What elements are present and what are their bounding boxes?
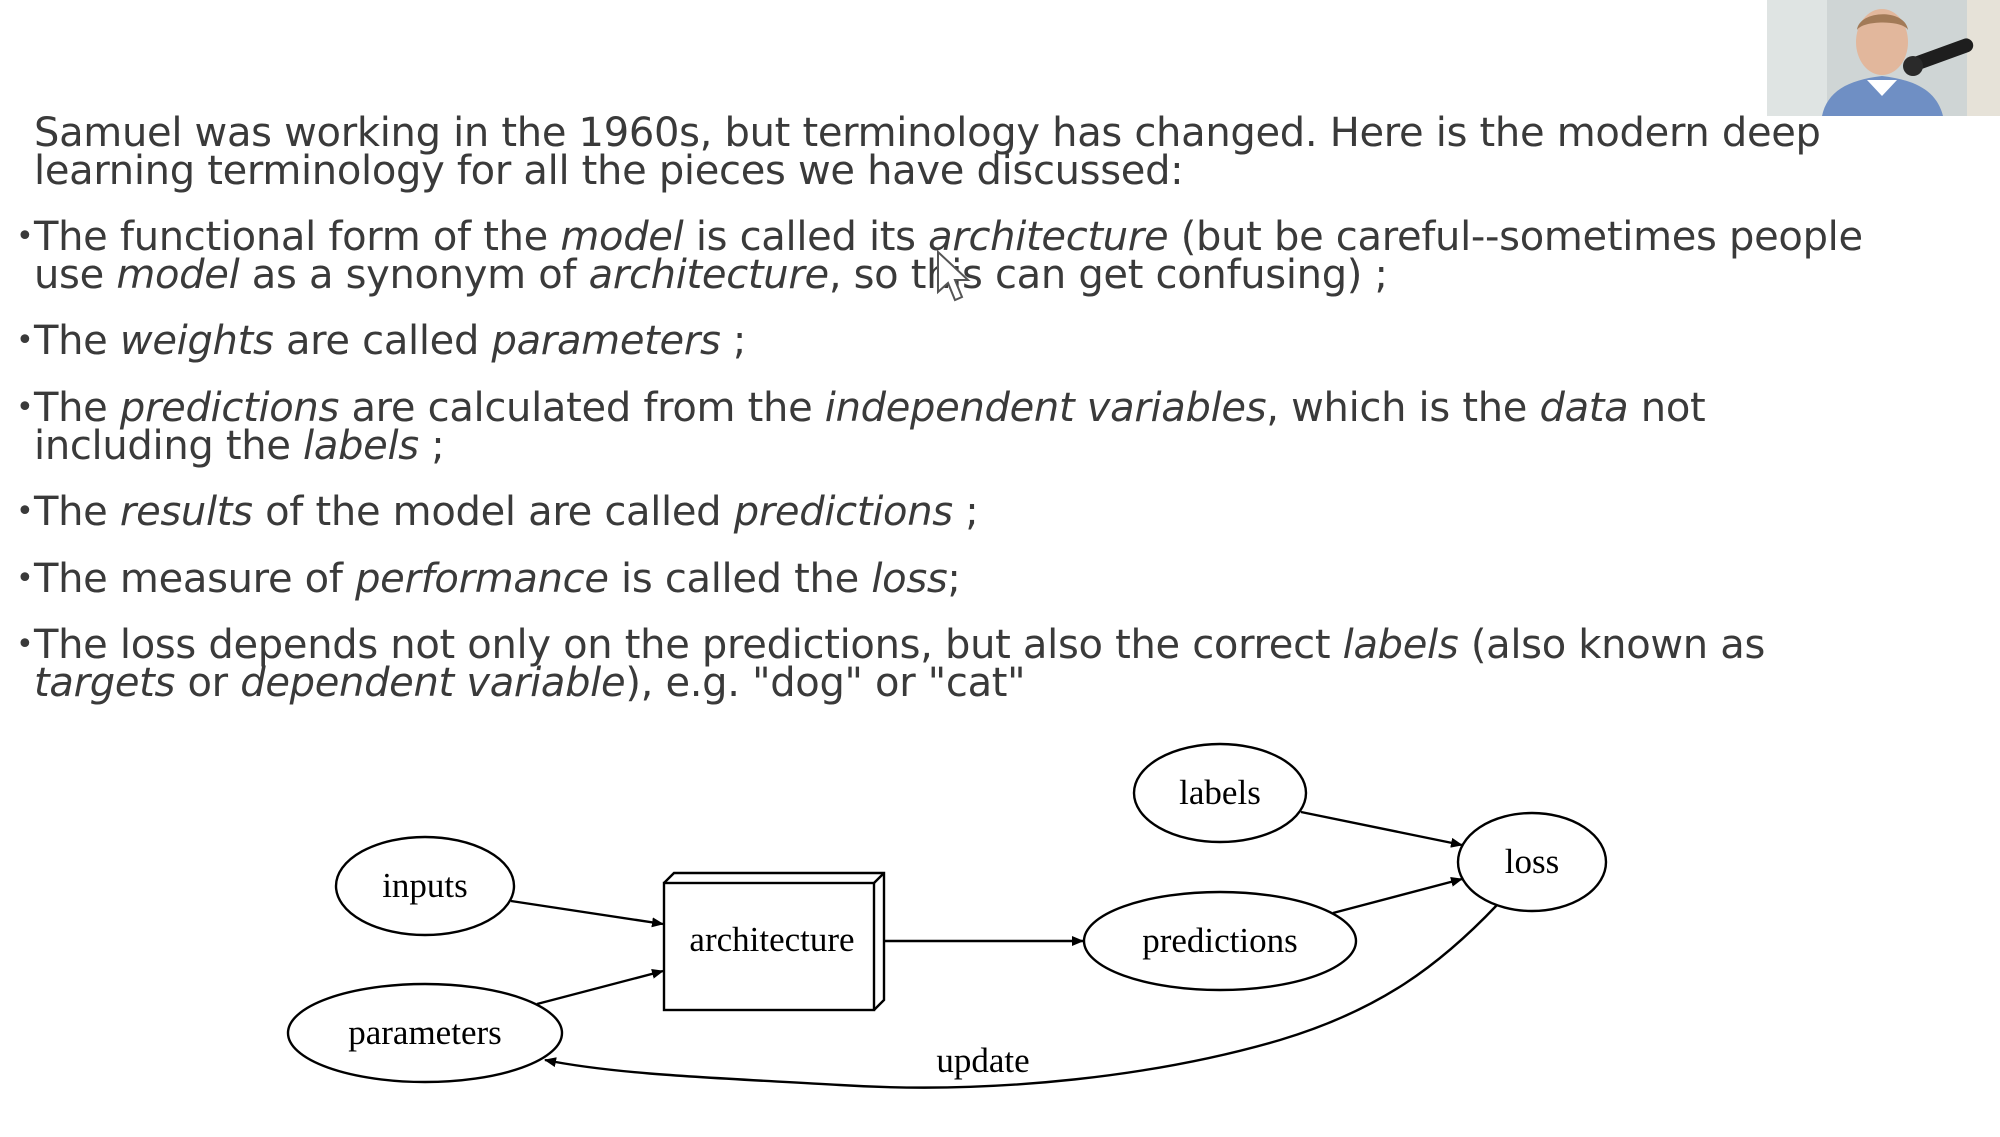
edge-update-label: update <box>936 1041 1029 1080</box>
node-predictions: predictions <box>1082 890 1358 992</box>
bullet-line: The loss depends not only on the predict… <box>34 622 1766 668</box>
intro-paragraph: Samuel was working in the 1960s, but ter… <box>34 110 1874 194</box>
node-architecture-label: architecture <box>689 920 854 959</box>
node-predictions-label: predictions <box>1142 921 1298 960</box>
bullet-line: targets or dependent variable), e.g. "do… <box>34 660 1026 706</box>
edge-parameters-architecture <box>536 968 664 1006</box>
bullet-line: The results of the model are called pred… <box>34 489 979 535</box>
node-parameters: parameters <box>286 982 564 1084</box>
bullet-architecture: • The functional form of the model is ca… <box>16 214 1874 298</box>
intro-line-2: learning terminology for all the pieces … <box>34 148 1184 194</box>
edge-loss-parameters-update <box>544 904 1498 1089</box>
node-inputs: inputs <box>334 835 516 937</box>
node-labels: labels <box>1132 742 1308 844</box>
bullet-loss: • The measure of performance is called t… <box>16 556 1874 602</box>
bullet-dot: • <box>16 494 34 529</box>
bullet-dot: • <box>16 627 34 662</box>
bullet-dot: • <box>16 323 34 358</box>
mouse-pointer-icon <box>937 250 971 302</box>
edge-inputs-architecture <box>510 899 664 928</box>
bullet-line: The measure of performance is called the… <box>34 556 961 602</box>
bullet-line: including the labels ; <box>34 423 445 469</box>
bullet-dot: • <box>16 561 34 596</box>
presenter-webcam <box>1767 0 2000 116</box>
intro-line-1: Samuel was working in the 1960s, but ter… <box>34 110 1821 156</box>
bullet-dot: • <box>16 219 34 254</box>
node-labels-label: labels <box>1179 773 1261 812</box>
node-loss: loss <box>1456 811 1608 913</box>
edge-predictions-loss <box>1332 876 1463 915</box>
bullet-line: The weights are called parameters ; <box>34 318 747 364</box>
node-architecture: architecture <box>662 871 886 1012</box>
bullet-dot: • <box>16 390 34 425</box>
node-loss-label: loss <box>1505 842 1559 881</box>
bullet-predictions: • The predictions are calculated from th… <box>16 385 1874 469</box>
edge-labels-loss <box>1300 810 1463 848</box>
node-inputs-label: inputs <box>382 866 468 905</box>
bullet-parameters: • The weights are called parameters ; <box>16 318 1874 364</box>
bullet-line: The predictions are calculated from the … <box>34 385 1706 431</box>
bullet-results: • The results of the model are called pr… <box>16 489 1874 535</box>
node-parameters-label: parameters <box>348 1013 502 1052</box>
bullet-labels: • The loss depends not only on the predi… <box>16 622 1874 706</box>
bullet-line: The functional form of the model is call… <box>34 214 1863 260</box>
bullet-line: use model as a synonym of architecture, … <box>34 252 1388 298</box>
